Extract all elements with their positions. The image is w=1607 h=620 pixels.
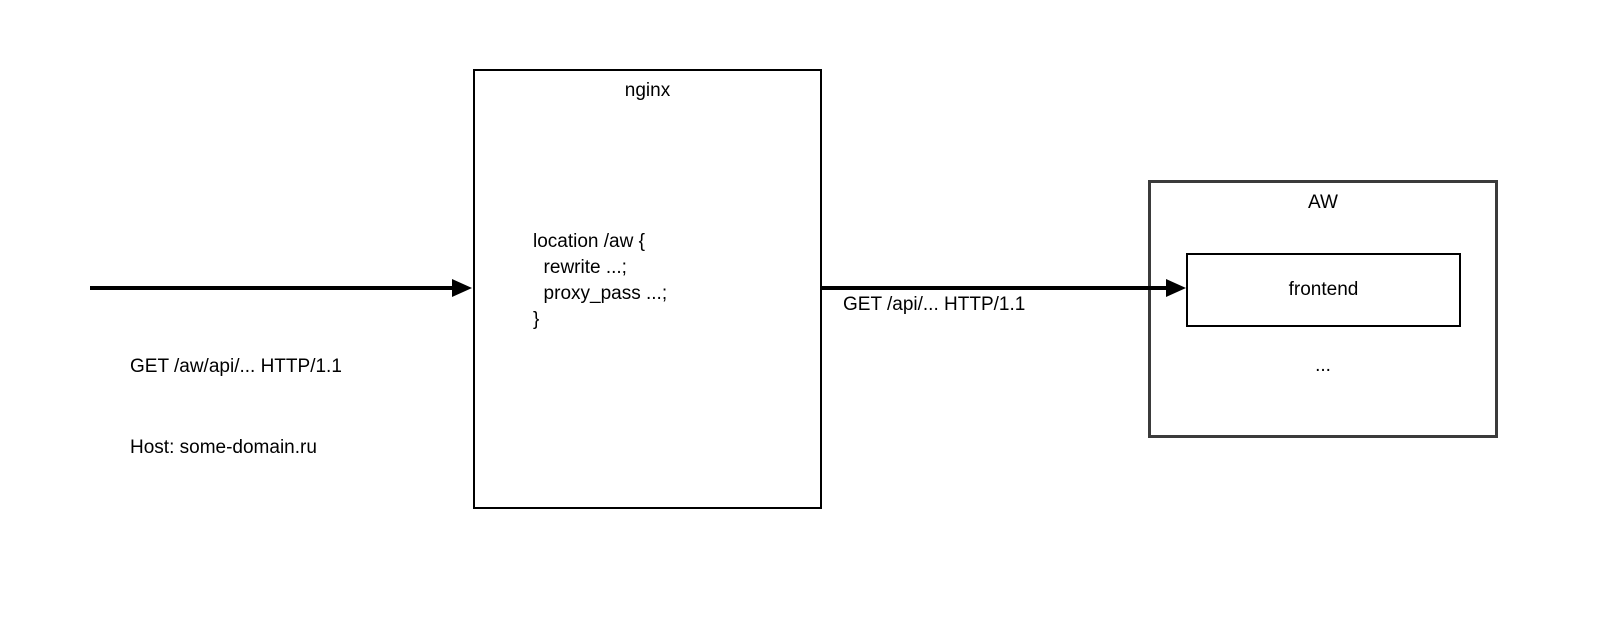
aw-box-title: AW <box>1308 192 1338 213</box>
frontend-box: frontend <box>1186 253 1461 327</box>
arrow-line <box>90 286 453 290</box>
aw-box: AW frontend ... <box>1148 180 1498 438</box>
arrow-line <box>822 286 1166 290</box>
aw-ellipsis: ... <box>1315 355 1331 376</box>
incoming-request-line2: Host: some-domain.ru <box>130 437 317 458</box>
arrow-head-icon <box>1166 279 1186 297</box>
nginx-box: nginx location /aw { rewrite ...; proxy_… <box>473 69 822 509</box>
incoming-request-label: GET /aw/api/... HTTP/1.1 Host: some-doma… <box>130 299 342 515</box>
arrow-head-icon <box>452 279 472 297</box>
nginx-config-code: location /aw { rewrite ...; proxy_pass .… <box>533 231 668 330</box>
incoming-request-line1: GET /aw/api/... HTTP/1.1 <box>130 356 342 377</box>
nginx-box-title: nginx <box>624 80 671 101</box>
proxied-request-label: GET /api/... HTTP/1.1 <box>843 294 1026 315</box>
frontend-box-label: frontend <box>1288 279 1359 300</box>
